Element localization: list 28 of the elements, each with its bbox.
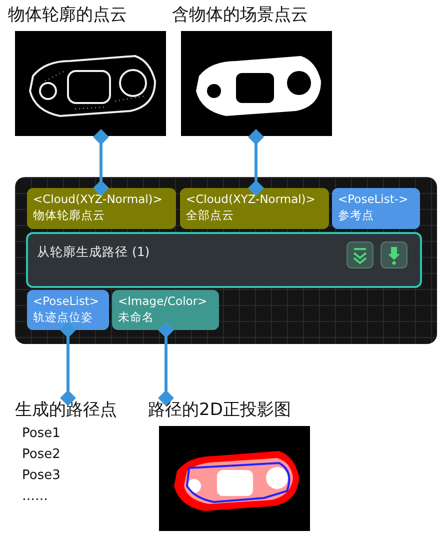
data-type-label: <Image/Color> <box>118 293 208 309</box>
connector-line <box>93 129 109 196</box>
output-port <box>112 290 219 330</box>
caption-heading: 路径的2D正投影图 <box>148 399 291 421</box>
caption-heading: 含物体的场景点云 <box>172 4 308 26</box>
input-port <box>27 188 176 229</box>
port-name: 未命名 <box>118 309 155 325</box>
connector-line <box>248 129 264 196</box>
data-type-label: <PoseList-> <box>338 191 410 207</box>
list-item: Pose1 <box>22 426 60 441</box>
connector-line <box>60 322 76 406</box>
port-name: 全部点云 <box>186 207 235 223</box>
list-item: Pose2 <box>22 447 60 462</box>
step-box <box>26 232 422 288</box>
port-name: 轨迹点位姿 <box>33 309 94 325</box>
port-name: 物体轮廓点云 <box>33 207 106 223</box>
input-port <box>180 188 329 229</box>
data-type-label: <Cloud(XYZ-Normal)> <box>33 191 164 207</box>
list-item: Pose3 <box>22 468 60 483</box>
list-item: …… <box>22 489 48 504</box>
data-type-label: <PoseList> <box>33 293 100 309</box>
caption-heading: 物体轮廓的点云 <box>8 4 127 26</box>
input-port <box>332 188 420 229</box>
port-name: 参考点 <box>338 207 375 223</box>
output-port <box>27 290 109 330</box>
connector-line <box>158 322 174 406</box>
data-type-label: <Cloud(XYZ-Normal)> <box>186 191 316 207</box>
step-title: 从轮廓生成路径 (1) <box>37 244 150 261</box>
